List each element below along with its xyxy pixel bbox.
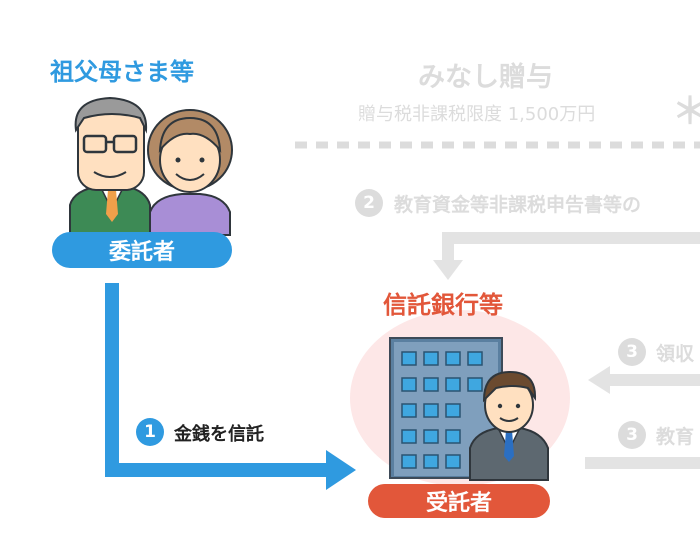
settlor-heading: 祖父母さま等: [50, 58, 194, 86]
trustee-role-badge: 受託者: [368, 484, 550, 518]
step2-number-badge: 2: [355, 189, 383, 217]
step3b-number-badge: 3: [618, 421, 646, 449]
asterisk-mark: ＊: [672, 82, 700, 134]
step3a-arrow-head: [588, 366, 610, 394]
bank-clerk-icon: [469, 370, 549, 481]
step3b-label: 教育: [656, 426, 695, 448]
step2-arrow-head: [433, 260, 463, 280]
trust-money-arrow-line: [105, 283, 330, 477]
trustee-heading: 信託銀行等: [383, 291, 503, 319]
step1-number-badge: 1: [136, 418, 164, 446]
grandmother-icon: [147, 109, 233, 236]
step1-label: 金銭を信託: [174, 424, 264, 445]
settlor-role-badge: 委託者: [52, 232, 232, 268]
grandfather-icon: [69, 96, 151, 236]
step3a-label: 領収: [656, 343, 695, 365]
deemed-gift-title: みなし贈与: [418, 62, 553, 93]
deemed-gift-subtitle: 贈与税非課税限度 1,500万円: [358, 104, 596, 125]
step3a-number-badge: 3: [618, 338, 646, 366]
step2-label: 教育資金等非課税申告書等の: [394, 194, 642, 216]
step2-arrow-line: [442, 232, 700, 262]
trust-money-arrow-head: [326, 450, 356, 490]
